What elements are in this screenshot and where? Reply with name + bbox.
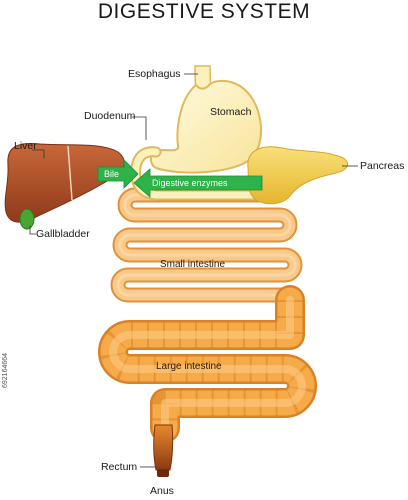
gallbladder-leader [29, 226, 36, 235]
esophagus-label: Esophagus [128, 68, 181, 80]
rectum-shape [153, 424, 174, 477]
duodenum-label: Duodenum [84, 110, 136, 122]
digestive-enzymes-label: Digestive enzymes [152, 178, 228, 188]
rectum-label: Rectum [101, 461, 138, 473]
gallbladder-label: Gallbladder [36, 228, 90, 240]
liver-leader [32, 149, 45, 158]
bile-label: Bile [104, 169, 120, 179]
stomach-shape [149, 79, 263, 174]
stock-id: 692164664 [2, 352, 9, 388]
anus-label: Anus [150, 485, 174, 497]
page-title: DIGESTIVE SYSTEM [97, 0, 311, 23]
duodenum-leader [132, 116, 147, 140]
liver-label: Liver [14, 140, 37, 152]
leader-lines [29, 73, 358, 468]
small-intestine-label: Small intestine [160, 259, 226, 270]
digestive-enzymes-arrow [133, 168, 263, 198]
large-intestine-shape [98, 285, 317, 443]
gallbladder-shape [19, 208, 35, 230]
small-intestine-shape [110, 187, 303, 303]
large-intestine-label: Large intestine [156, 361, 222, 372]
stomach-label: Stomach [210, 106, 252, 118]
pancreas-shape [247, 146, 348, 205]
pancreas-label: Pancreas [360, 160, 405, 172]
bile-arrow [97, 159, 139, 189]
